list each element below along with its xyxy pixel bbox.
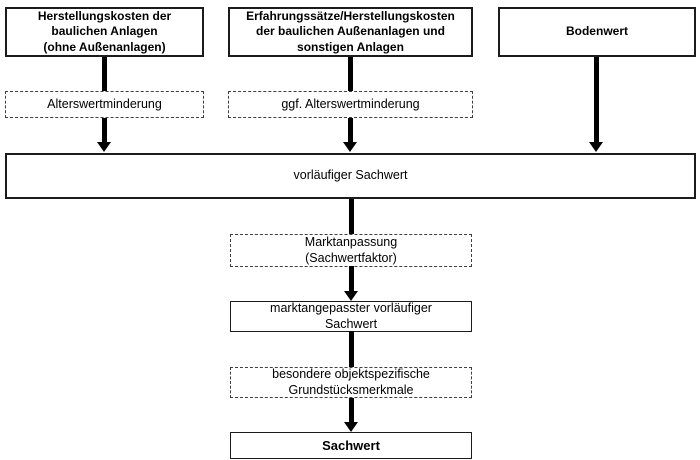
node-sachwert-label: Sachwert bbox=[322, 437, 380, 453]
arrow-stem bbox=[348, 398, 354, 422]
node-alterswertminderung-label: Alterswertminderung bbox=[47, 96, 162, 111]
arrow-stem bbox=[101, 118, 107, 142]
node-herstellungskosten-label: Herstellungskosten der baulichen Anlagen… bbox=[37, 8, 172, 54]
arrow-stem bbox=[348, 199, 354, 234]
node-bodenwert: Bodenwert bbox=[498, 7, 696, 57]
node-besondere-grundstuecksmerkmale-label: besondere objektspezifische Grundstücksm… bbox=[272, 367, 430, 397]
arrow-vorlaeufiger-sachwert-to-marktanpassung bbox=[344, 199, 358, 234]
node-herstellungskosten: Herstellungskosten der baulichen Anlagen… bbox=[5, 7, 204, 57]
node-marktangepasster-vorlaeufiger-sachwert-label: marktangepasster vorläufiger Sachwert bbox=[270, 301, 432, 331]
node-vorlaeufiger-sachwert-label: vorläufiger Sachwert bbox=[293, 168, 408, 183]
node-marktanpassung-label: Marktanpassung (Sachwertfaktor) bbox=[304, 235, 398, 265]
arrowhead-down-icon bbox=[344, 291, 358, 301]
node-besondere-grundstuecksmerkmale: besondere objektspezifische Grundstücksm… bbox=[230, 367, 472, 398]
arrow-besondere-merkmale-to-sachwert bbox=[344, 398, 358, 432]
node-alterswertminderung: Alterswertminderung bbox=[5, 91, 204, 118]
arrow-stem bbox=[348, 266, 354, 291]
arrowhead-down-icon bbox=[343, 142, 357, 152]
arrow-stem bbox=[593, 57, 599, 142]
arrow-marktangepasster-sachwert-to-besondere-merkmale bbox=[344, 331, 358, 367]
node-vorlaeufiger-sachwert: vorläufiger Sachwert bbox=[5, 153, 696, 199]
node-erfahrungssaetze-label: Erfahrungssätze/Herstellungskosten der b… bbox=[246, 8, 455, 54]
arrow-stem bbox=[101, 57, 107, 91]
arrow-herstellungskosten-to-alterswertminderung bbox=[97, 57, 111, 91]
arrow-stem bbox=[347, 118, 353, 142]
node-marktanpassung: Marktanpassung (Sachwertfaktor) bbox=[230, 234, 472, 267]
arrowhead-down-icon bbox=[344, 422, 358, 432]
arrow-stem bbox=[348, 331, 354, 367]
node-ggf-alterswertminderung-label: ggf. Alterswertminderung bbox=[281, 96, 420, 111]
node-sachwert: Sachwert bbox=[230, 432, 472, 459]
arrow-alterswertminderung-to-vorlaeufiger-sachwert bbox=[97, 118, 111, 152]
arrow-stem bbox=[347, 57, 353, 91]
arrow-marktanpassung-to-marktangepasster-sachwert bbox=[344, 266, 358, 301]
node-erfahrungssaetze: Erfahrungssätze/Herstellungskosten der b… bbox=[228, 7, 473, 57]
node-bodenwert-label: Bodenwert bbox=[565, 24, 628, 39]
node-marktangepasster-vorlaeufiger-sachwert: marktangepasster vorläufiger Sachwert bbox=[230, 301, 472, 332]
arrow-ggf-alterswertminderung-to-vorlaeufiger-sachwert bbox=[343, 118, 357, 152]
node-ggf-alterswertminderung: ggf. Alterswertminderung bbox=[228, 91, 473, 118]
arrowhead-down-icon bbox=[97, 142, 111, 152]
arrow-erfahrungssaetze-to-ggf-alterswertminderung bbox=[343, 57, 357, 91]
arrow-bodenwert-to-vorlaeufiger-sachwert bbox=[589, 57, 603, 152]
arrowhead-down-icon bbox=[589, 142, 603, 152]
